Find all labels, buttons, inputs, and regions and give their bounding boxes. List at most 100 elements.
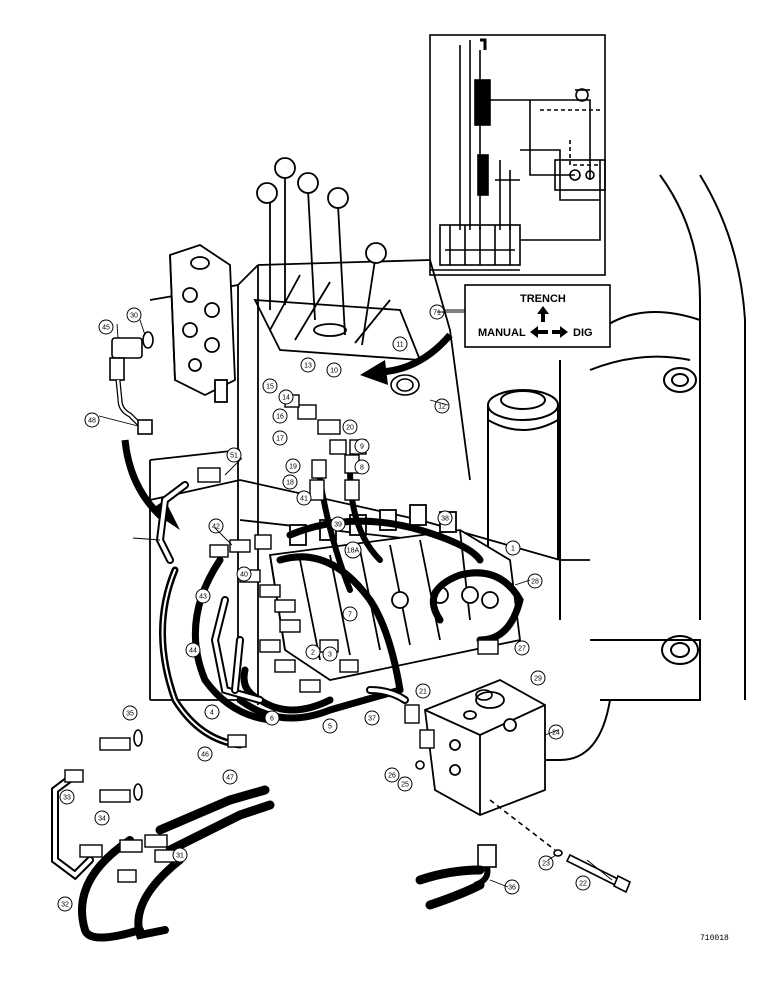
callout-29: 29 [530, 670, 546, 686]
callout-number: 35 [126, 711, 134, 718]
callout-number: 29 [534, 676, 542, 683]
callout-number: 33 [63, 795, 71, 802]
callout-40: 40 [236, 566, 252, 582]
callout-number: 21 [419, 689, 427, 696]
callout-37: 37 [364, 710, 380, 726]
callout-13: 13 [300, 357, 316, 373]
callout-number: 2 [311, 650, 315, 657]
callout-number: 25 [401, 782, 409, 789]
callout-number: 71 [433, 310, 441, 317]
relief-valve-block [424, 679, 546, 816]
callout-number: 38 [441, 516, 449, 523]
callout-number: 46 [201, 752, 209, 759]
callout-30: 30 [126, 307, 142, 323]
callout-number: 1 [511, 546, 515, 553]
callout-number: 40 [240, 572, 248, 579]
fitting-assembly-left [109, 331, 154, 435]
callout-number: 10 [330, 368, 338, 375]
callout-46: 46 [197, 746, 213, 762]
callout-number: 5 [328, 724, 332, 731]
callout-45: 45 [98, 319, 114, 335]
callout-5: 5 [322, 718, 338, 734]
callout-3: 3 [322, 646, 338, 662]
callout-number: 24 [552, 730, 560, 737]
callout-16: 16 [272, 408, 288, 424]
callout-number: 18A [347, 548, 360, 555]
callout-number: 44 [189, 648, 197, 655]
callout-4: 4 [204, 704, 220, 720]
decal-left-label: MANUAL [478, 327, 526, 339]
callout-number: 16 [276, 414, 284, 421]
callout-number: 42 [212, 524, 220, 531]
arrow-up-icon [537, 306, 549, 322]
callout-number: 9 [360, 444, 364, 451]
control-levers [256, 157, 387, 346]
callout-number: 47 [226, 775, 234, 782]
callout-14: 14 [278, 389, 294, 405]
callout-28: 28 [527, 573, 543, 589]
callout-number: 45 [102, 325, 110, 332]
callout-7: 7 [342, 606, 358, 622]
leader-lines [98, 311, 613, 888]
callout-8: 8 [354, 459, 370, 475]
callout-35: 35 [122, 705, 138, 721]
callout-31: 31 [172, 847, 188, 863]
callout-number: 23 [542, 861, 550, 868]
callout-number: 7 [348, 612, 352, 619]
callout-18: 18 [282, 474, 298, 490]
callout-22: 22 [575, 875, 591, 891]
callout-9: 9 [354, 438, 370, 454]
callout-17: 17 [272, 430, 288, 446]
callout-33: 33 [59, 789, 75, 805]
figure-code: 710018 [700, 934, 729, 943]
callout-number: 51 [230, 453, 238, 460]
diverter-valve [169, 244, 236, 403]
callout-number: 4 [210, 710, 214, 717]
callout-27: 27 [514, 640, 530, 656]
callout-number: 17 [276, 436, 284, 443]
callout-number: 8 [360, 465, 364, 472]
callout-19: 19 [285, 458, 301, 474]
callout-number: 41 [300, 496, 308, 503]
cylinder [487, 389, 559, 560]
callout-number: 32 [61, 902, 69, 909]
callout-21: 21 [415, 683, 431, 699]
callout-number: 36 [508, 885, 516, 892]
decal-right-label: DIG [573, 327, 593, 339]
callout-48: 48 [84, 412, 100, 428]
curved-arrow-left [121, 439, 180, 530]
callout-number: 37 [368, 716, 376, 723]
callout-number: 22 [579, 881, 587, 888]
callout-number: 43 [199, 594, 207, 601]
callout-number: 6 [270, 716, 274, 723]
callout-number: 18 [286, 480, 294, 487]
callout-11: 11 [392, 336, 408, 352]
callout-number: 20 [346, 425, 354, 432]
callout-41: 41 [296, 490, 312, 506]
callout-12: 12 [434, 398, 450, 414]
callout-6: 6 [264, 710, 280, 726]
callout-18a: 18A [344, 541, 362, 559]
callout-42: 42 [208, 518, 224, 534]
callout-number: 14 [282, 395, 290, 402]
elbow-fitting-right [473, 844, 497, 888]
callout-number: 11 [396, 342, 403, 349]
callout-43: 43 [195, 588, 211, 604]
hydraulic-hoses [51, 467, 524, 942]
callout-1: 1 [505, 540, 521, 556]
callout-36: 36 [504, 879, 520, 895]
callout-2: 2 [305, 644, 321, 660]
callout-number: 13 [304, 363, 312, 370]
callout-number: 39 [334, 522, 342, 529]
callout-number: 19 [289, 464, 297, 471]
callout-34: 34 [94, 810, 110, 826]
callout-26: 26 [384, 767, 400, 783]
callout-number: 3 [328, 652, 332, 659]
callout-15: 15 [262, 378, 278, 394]
callout-39: 39 [330, 516, 346, 532]
callout-number: 48 [88, 418, 96, 425]
callout-number: 15 [266, 384, 274, 391]
curved-arrow-decal [360, 332, 453, 385]
